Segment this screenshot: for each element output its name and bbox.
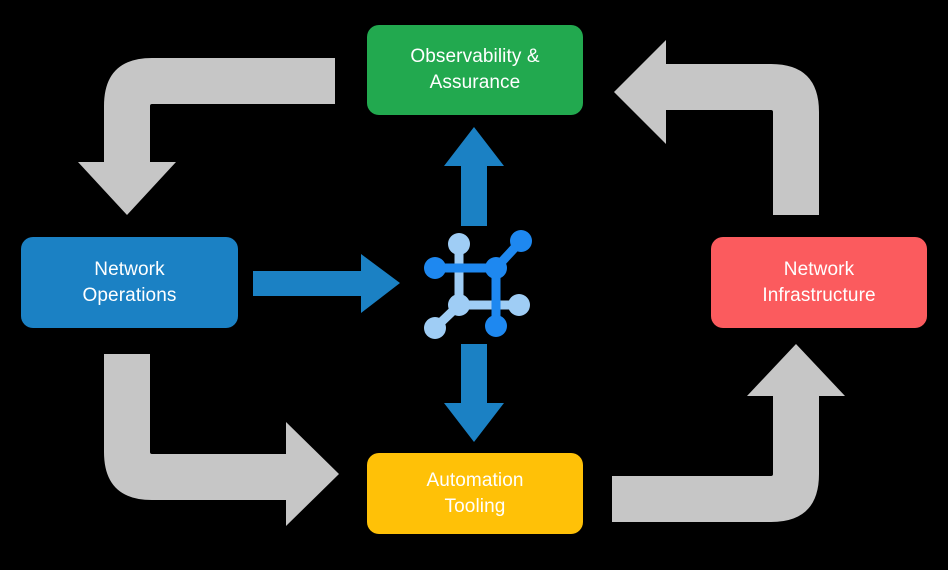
arrow-center-to-automation — [444, 344, 504, 442]
node-label-observability: Observability & Assurance — [410, 46, 540, 93]
arrow-operations-to-automation — [104, 354, 339, 526]
arrow-center-to-observability — [444, 127, 504, 226]
node-label-network-operations: Network Operations — [82, 258, 177, 306]
node-box-network-infrastructure[interactable]: Network Infrastructure — [711, 237, 927, 328]
node-label-network-infrastructure: Network Infrastructure — [762, 258, 876, 306]
network-icon-nodes — [424, 230, 532, 339]
arrow-automation-to-infrastructure — [612, 344, 845, 522]
arrow-observability-to-operations — [78, 58, 335, 215]
arrow-operations-to-center — [253, 254, 400, 313]
node-box-automation-tooling[interactable]: Automation Tooling — [367, 453, 583, 534]
arrow-infrastructure-to-observability — [614, 40, 819, 215]
node-box-network-operations[interactable]: Network Operations — [21, 237, 238, 328]
network-icon-links — [430, 236, 526, 333]
node-label-automation-tooling: Automation Tooling — [426, 469, 524, 517]
node-box-observability[interactable]: Observability & Assurance — [367, 25, 583, 115]
